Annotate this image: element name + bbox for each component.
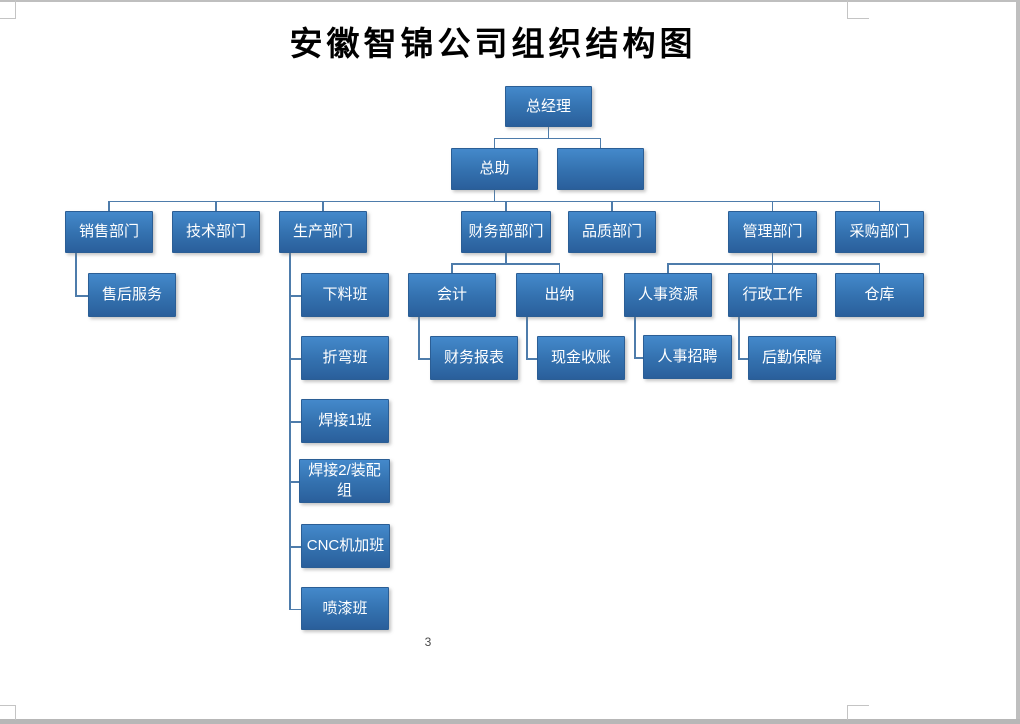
org-node-quality-dept[interactable]: 品质部门 xyxy=(568,211,656,253)
connector-line xyxy=(558,263,561,273)
connector-line xyxy=(505,200,507,211)
org-node-painting-team[interactable]: 喷漆班 xyxy=(301,587,389,630)
connector-line xyxy=(215,200,217,211)
org-node-general-manager[interactable]: 总经理 xyxy=(505,86,592,127)
org-node-cash-collection[interactable]: 现金收账 xyxy=(537,336,625,380)
page-number: 3 xyxy=(424,635,432,649)
margin-crop-mark-top-left xyxy=(0,0,16,19)
connector-line xyxy=(418,317,420,360)
connector-line xyxy=(526,358,537,360)
org-node-welding-2-assembly-team[interactable]: 焊接2/装配组 xyxy=(299,459,390,503)
connector-line xyxy=(289,608,301,610)
connector-line xyxy=(505,253,507,265)
org-node-cutting-team[interactable]: 下料班 xyxy=(301,273,389,317)
org-node-production-dept[interactable]: 生产部门 xyxy=(279,211,367,253)
connector-line xyxy=(109,200,880,202)
connector-line xyxy=(738,317,740,360)
org-node-cashier[interactable]: 出纳 xyxy=(516,273,603,317)
org-node-finance-dept[interactable]: 财务部部门 xyxy=(461,211,551,253)
connector-line xyxy=(289,481,299,483)
org-node-financial-statements[interactable]: 财务报表 xyxy=(430,336,518,380)
page-edge-bottom xyxy=(0,719,1020,724)
connector-line xyxy=(322,200,324,211)
org-node-gm-assistant[interactable]: 总助 xyxy=(451,148,538,190)
connector-line xyxy=(771,200,774,211)
org-node-accounting[interactable]: 会计 xyxy=(408,273,496,317)
org-node-bending-team[interactable]: 折弯班 xyxy=(301,336,389,380)
connector-line xyxy=(526,317,528,360)
connector-line xyxy=(289,358,301,360)
connector-line xyxy=(108,200,110,211)
margin-crop-mark-bottom-right xyxy=(847,705,869,720)
connector-line xyxy=(451,263,453,273)
connector-line xyxy=(452,263,560,265)
connector-line xyxy=(599,137,602,148)
page-edge-top xyxy=(0,0,1020,2)
org-node-sales-dept[interactable]: 销售部门 xyxy=(65,211,153,253)
connector-line xyxy=(547,127,550,139)
org-node-hr-resources[interactable]: 人事资源 xyxy=(624,273,712,317)
connector-line xyxy=(289,421,301,423)
connector-line xyxy=(494,137,601,139)
connector-line xyxy=(771,253,774,265)
org-node-tech-dept[interactable]: 技术部门 xyxy=(172,211,260,253)
org-node-after-sales-service[interactable]: 售后服务 xyxy=(88,273,176,317)
org-node-welding-team-1[interactable]: 焊接1班 xyxy=(301,399,389,443)
org-node-admin-work[interactable]: 行政工作 xyxy=(728,273,817,317)
connector-line xyxy=(667,263,669,273)
connector-line xyxy=(878,263,881,273)
org-node-hr-recruiting[interactable]: 人事招聘 xyxy=(643,335,732,379)
connector-line xyxy=(493,190,496,202)
connector-line xyxy=(611,200,613,211)
connector-line xyxy=(493,137,496,148)
connector-line xyxy=(771,263,774,273)
connector-line xyxy=(289,295,301,297)
connector-line xyxy=(289,546,301,548)
page-title: 安徽智锦公司组织结构图 xyxy=(289,25,697,62)
margin-crop-mark-bottom-left xyxy=(0,705,16,720)
org-node-management-dept[interactable]: 管理部门 xyxy=(728,211,817,253)
page-edge-right xyxy=(1016,0,1020,724)
connector-line xyxy=(738,358,748,360)
connector-line xyxy=(878,200,881,211)
connector-line xyxy=(634,357,643,359)
org-node-logistics-support[interactable]: 后勤保障 xyxy=(748,336,836,380)
connector-line xyxy=(289,253,291,610)
connector-line xyxy=(668,263,880,265)
connector-line xyxy=(75,295,88,297)
connector-line xyxy=(634,317,636,359)
org-node-purchasing-dept[interactable]: 采购部门 xyxy=(835,211,924,253)
connector-line xyxy=(75,253,77,297)
org-node-warehouse[interactable]: 仓库 xyxy=(835,273,924,317)
connector-line xyxy=(418,358,430,360)
margin-crop-mark-top-right xyxy=(847,0,869,19)
org-node-cnc-machining-team[interactable]: CNC机加班 xyxy=(301,524,390,568)
org-node-blank-box[interactable] xyxy=(557,148,644,190)
